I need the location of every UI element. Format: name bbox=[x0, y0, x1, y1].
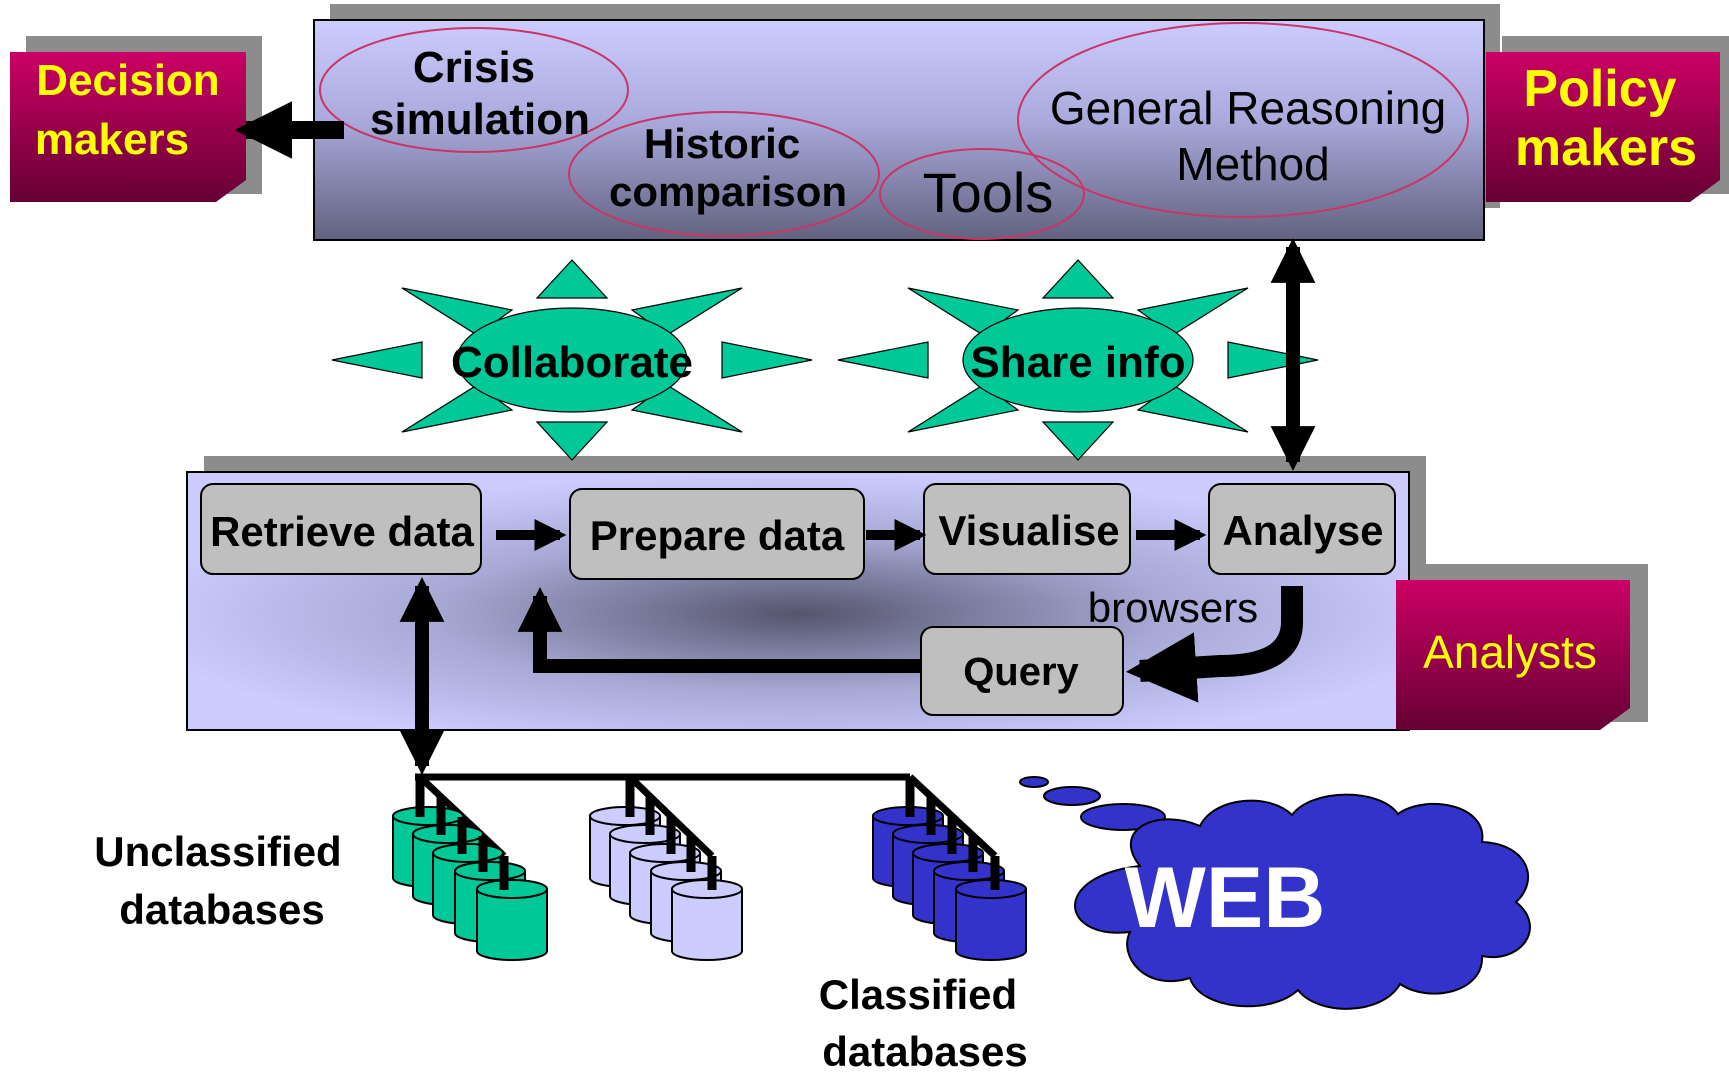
analysts-label: Analysts bbox=[1423, 626, 1597, 678]
unclassified-line2: databases bbox=[119, 886, 324, 933]
query-label: Query bbox=[963, 650, 1079, 694]
visualise-box: Visualise bbox=[923, 483, 1131, 575]
prepare-data-label: Prepare data bbox=[590, 512, 845, 559]
classified-line2: databases bbox=[822, 1028, 1027, 1072]
browsers-label: browsers bbox=[1088, 584, 1258, 631]
unclassified-db-stack bbox=[392, 777, 548, 961]
policy-makers-line1: Policy bbox=[1523, 60, 1676, 118]
historic-comparison-ellipse: Historic comparison bbox=[568, 111, 880, 237]
web-label: WEB bbox=[1125, 850, 1326, 946]
collaborate-label: Collaborate bbox=[451, 338, 693, 387]
web-cloud bbox=[1019, 776, 1531, 1010]
tools-panel bbox=[313, 4, 1500, 241]
share-info-label: Share info bbox=[970, 338, 1185, 387]
retrieve-data-box: Retrieve data bbox=[200, 483, 482, 575]
classified-line1: Classified bbox=[819, 971, 1017, 1018]
decision-makers-line1: Decision bbox=[36, 56, 219, 105]
crisis-simulation-ellipse: Crisis simulation bbox=[319, 27, 629, 153]
collaborate-burst: Collaborate bbox=[331, 259, 813, 461]
prepare-data-box: Prepare data bbox=[569, 488, 865, 580]
historic-comparison-line1: Historic bbox=[644, 120, 800, 167]
retrieve-data-label: Retrieve data bbox=[210, 508, 474, 555]
tools-label: Tools bbox=[923, 161, 1054, 224]
lavender-db-stack bbox=[589, 777, 743, 961]
analyse-box: Analyse bbox=[1208, 483, 1396, 575]
crisis-simulation-line1: Crisis bbox=[413, 43, 535, 92]
query-box: Query bbox=[920, 626, 1124, 716]
crisis-simulation-line2: simulation bbox=[370, 95, 590, 144]
decision-makers-box: Decision makers bbox=[10, 36, 262, 202]
visualise-label: Visualise bbox=[938, 507, 1119, 554]
analysts-box: Analysts bbox=[1396, 564, 1648, 730]
general-reasoning-ellipse: General Reasoning Method bbox=[1017, 22, 1469, 218]
share-info-burst: Share info bbox=[837, 259, 1319, 461]
general-reasoning-line2: Method bbox=[1176, 138, 1329, 190]
analyse-to-query-arrow bbox=[1125, 586, 1303, 703]
historic-comparison-line2: comparison bbox=[609, 168, 847, 215]
query-to-prepare-arrow bbox=[517, 587, 921, 673]
unclassified-line1: Unclassified bbox=[94, 828, 341, 875]
analyse-label: Analyse bbox=[1222, 507, 1383, 554]
tools-ellipse: Tools bbox=[879, 148, 1085, 240]
policy-makers-line2: makers bbox=[1515, 119, 1697, 177]
policy-makers-box: Policy makers bbox=[1486, 36, 1729, 202]
decision-makers-line2: makers bbox=[35, 115, 189, 164]
classified-db-stack bbox=[872, 777, 1027, 961]
general-reasoning-line1: General Reasoning bbox=[1050, 82, 1446, 134]
